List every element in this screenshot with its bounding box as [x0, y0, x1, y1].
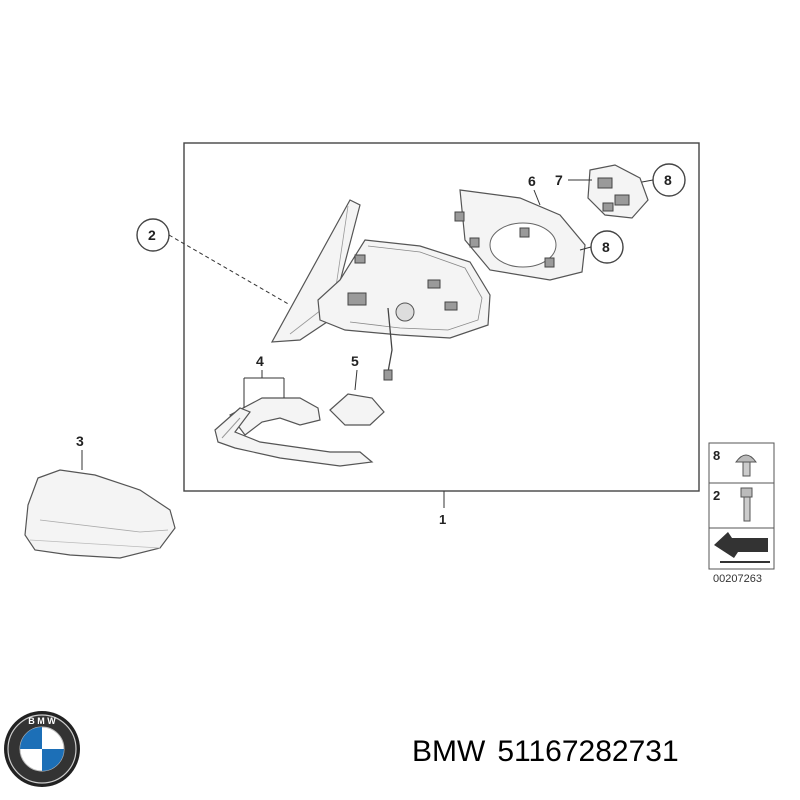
callout-5: 5 — [351, 353, 359, 369]
mirror-motor-part — [587, 164, 649, 219]
part-number: 51167282731 — [497, 735, 679, 768]
callout-8a: 8 — [664, 172, 672, 188]
callout-2: 2 — [148, 227, 156, 243]
callout-8b: 8 — [602, 239, 610, 255]
legend-row-8: 8 — [713, 448, 720, 463]
turn-signal-bracket-part — [214, 397, 374, 467]
cap-screw-icon — [740, 487, 753, 522]
small-cover-part — [329, 393, 385, 426]
callout-7: 7 — [555, 172, 563, 188]
callout-4: 4 — [256, 353, 264, 369]
callout-6: 6 — [528, 173, 536, 189]
part-caption: BMW 51167282731 — [412, 735, 691, 769]
assembly-frame — [183, 142, 700, 492]
callout-1: 1 — [439, 512, 446, 527]
mirror-cap-part — [24, 469, 176, 559]
bmw-logo: B M W — [4, 711, 80, 787]
legend-row-2: 2 — [713, 488, 720, 503]
brand-name: BMW — [412, 735, 486, 768]
hardware-legend: 8 2 00207263 — [708, 442, 775, 585]
button-head-screw-icon — [735, 454, 757, 477]
mirror-housing-part — [317, 239, 491, 381]
arrow-symbol-icon — [714, 532, 770, 563]
callout-3: 3 — [76, 433, 84, 449]
drawing-number: 00207263 — [713, 573, 762, 585]
trim-ring-part — [454, 189, 586, 281]
logo-lettering: B M W — [28, 716, 56, 726]
